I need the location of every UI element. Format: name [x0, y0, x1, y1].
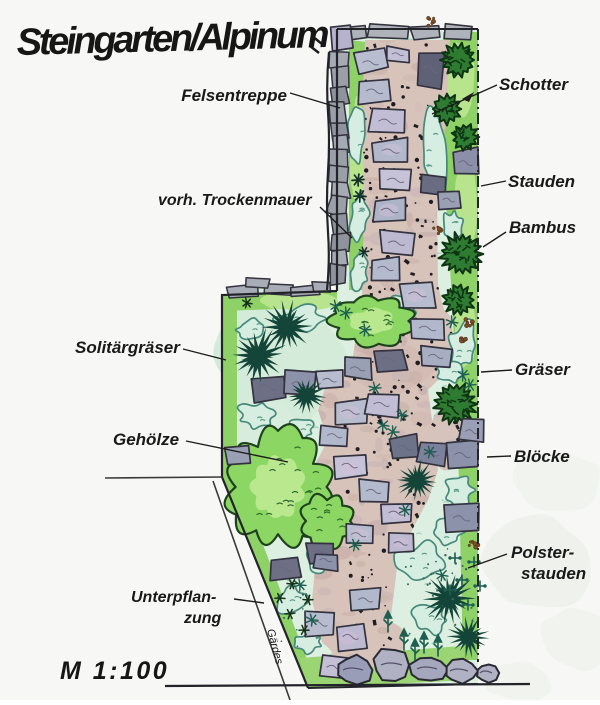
svg-text:Bambus: Bambus — [509, 218, 576, 237]
svg-text:Steingarten/Alpinum: Steingarten/Alpinum — [16, 14, 330, 64]
svg-text:Gräser: Gräser — [515, 360, 571, 379]
svg-text:Unterpflan-: Unterpflan- — [131, 589, 216, 606]
svg-text:Schotter: Schotter — [499, 75, 569, 94]
svg-text:stauden: stauden — [521, 564, 586, 583]
svg-text:Polster-: Polster- — [511, 543, 575, 562]
svg-text:zung: zung — [183, 610, 222, 627]
svg-text:Felsentreppe: Felsentreppe — [181, 86, 287, 105]
svg-text:M 1:100: M 1:100 — [60, 657, 169, 685]
svg-text:Blöcke: Blöcke — [514, 447, 570, 466]
svg-text:vorh. Trockenmauer: vorh. Trockenmauer — [158, 192, 312, 209]
svg-text:Stauden: Stauden — [508, 172, 575, 191]
svg-text:Gehölze: Gehölze — [113, 430, 179, 449]
svg-text:Solitärgräser: Solitärgräser — [75, 338, 181, 357]
